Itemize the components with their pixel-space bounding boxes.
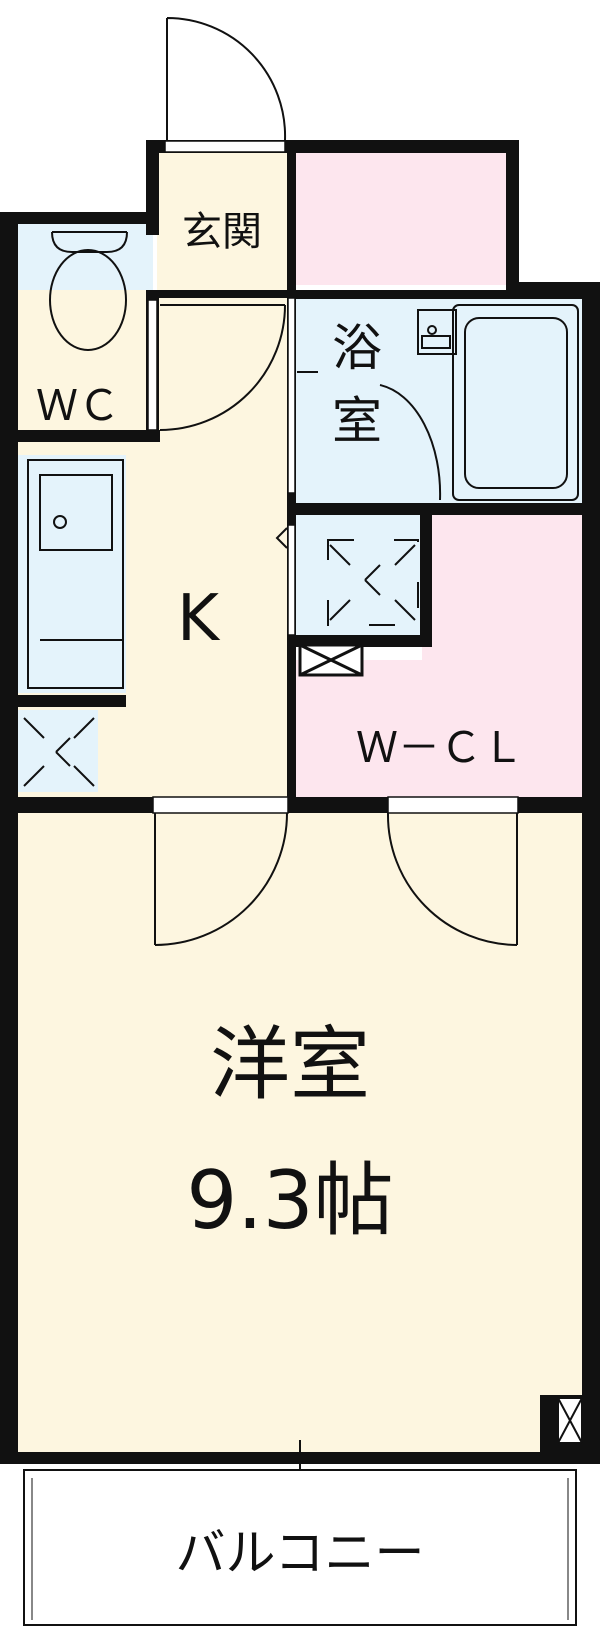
kitchen-label: K: [177, 582, 221, 656]
washer-icon: [327, 539, 419, 626]
western-room-label: 洋室: [210, 1018, 370, 1111]
genkan-label: 玄関: [182, 209, 262, 255]
bathtub-icon: [452, 304, 579, 501]
wc-door: [159, 304, 286, 431]
genkan-floor: [157, 150, 287, 290]
pipe-shaft-icon: [557, 1397, 583, 1444]
wcl-label: Ｗ－ＣＬ: [356, 723, 524, 772]
wc-label: ＷＣ: [36, 381, 120, 430]
western-room-size: 9.3帖: [186, 1154, 393, 1247]
bath-faucet-icon: [417, 309, 457, 355]
bath-label-line1: 浴: [332, 319, 382, 377]
fridge-icon: [23, 717, 95, 787]
bath-door: [297, 371, 442, 501]
western-door-right: [386, 812, 518, 946]
kitchen-wall-fixture: [275, 527, 288, 549]
pipe-shaft-icon: [298, 643, 364, 677]
door-openings: [147, 140, 519, 814]
kitchen-sink-icon: [27, 459, 124, 689]
balcony: [23, 1469, 577, 1626]
toilet-icon: [49, 231, 128, 351]
western-door-left: [154, 812, 288, 946]
entrance-door: [166, 17, 287, 141]
wcl-floor-lower: [296, 660, 582, 802]
western-room-floor: [18, 812, 582, 1457]
bath-label-line2: 室: [332, 392, 382, 450]
shoe-storage-floor: [296, 150, 506, 285]
kitchen-counter: [18, 455, 126, 693]
washer-space: [296, 515, 422, 635]
balcony-label: バルコニー: [176, 1524, 425, 1582]
